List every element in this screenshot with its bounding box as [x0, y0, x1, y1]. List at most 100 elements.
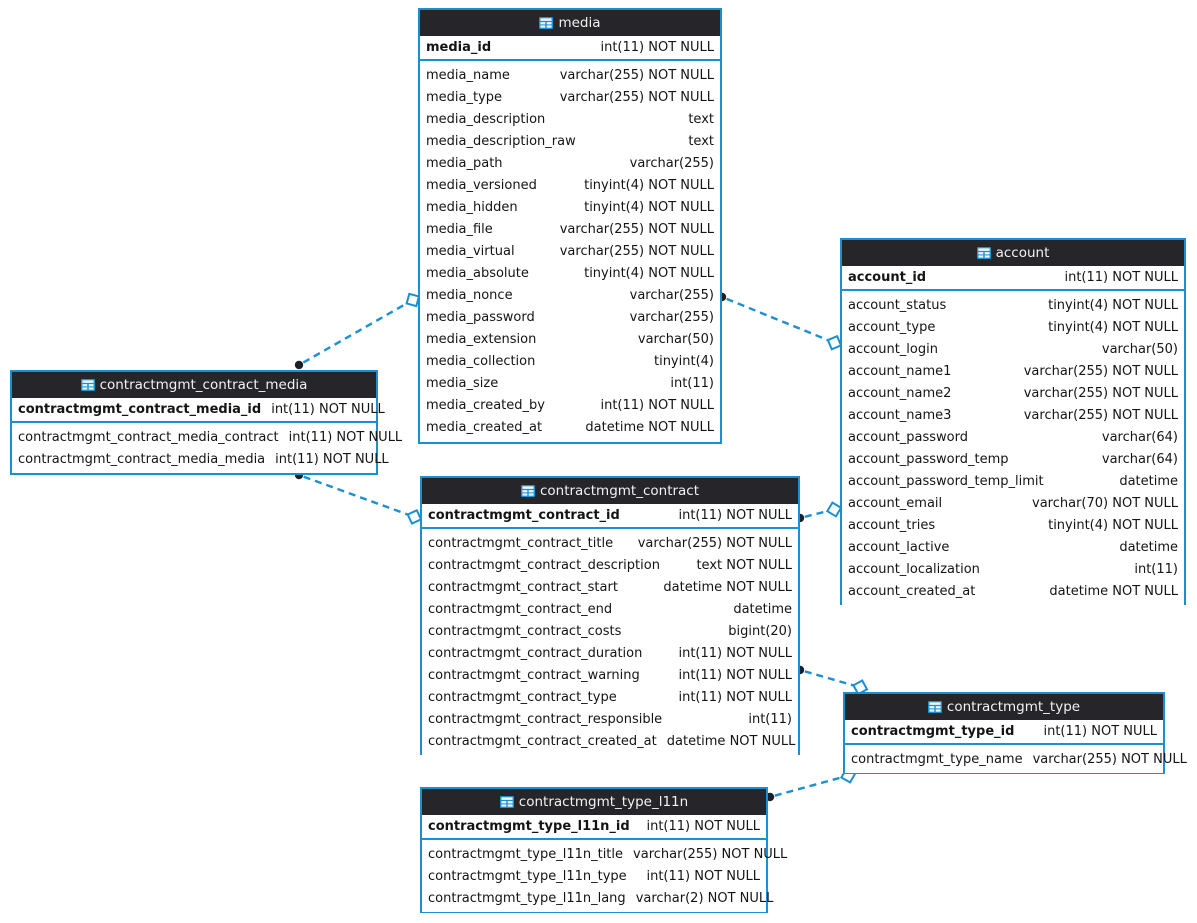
entity-header-account: account [842, 240, 1184, 266]
entity-header-contractmgmt_type_l11n: contractmgmt_type_l11n [422, 789, 766, 815]
column-name: media_description_raw [426, 133, 576, 149]
relationship-line [804, 670, 856, 688]
column-row[interactable]: media_file varchar(255) NOT NULL [420, 218, 720, 240]
relationship-line [302, 301, 410, 364]
relationship-source-marker-filled-circle [294, 360, 304, 370]
relationship-edge-rel-contract-to-account[interactable] [795, 501, 843, 523]
column-type: varchar(255) NOT NULL [1023, 407, 1178, 423]
relationship-edge-rel-contract-media-to-media[interactable] [294, 292, 421, 370]
column-type: int(11) NOT NULL [1064, 270, 1178, 285]
column-name: contractmgmt_type_l11n_title [428, 846, 624, 862]
column-type: text [688, 111, 714, 127]
column-type: varchar(255) NOT NULL [633, 846, 788, 862]
relationship-edge-rel-type-l11n-to-type[interactable] [765, 767, 857, 802]
relationship-edge-rel-contract-media-to-contract[interactable] [294, 470, 423, 525]
column-type: varchar(255) NOT NULL [1032, 751, 1187, 767]
column-name: account_type [848, 319, 936, 335]
column-type: int(11) NOT NULL [678, 667, 792, 683]
column-name: contractmgmt_type_l11n_lang [428, 890, 626, 906]
column-name: media_collection [426, 353, 536, 369]
relationship-edge-rel-media-to-account[interactable] [717, 292, 843, 351]
column-type: varchar(50) [637, 331, 714, 347]
column-name: media_password [426, 309, 535, 325]
column-name: media_file [426, 221, 493, 237]
column-row[interactable]: media_collection tinyint(4) [420, 350, 720, 372]
relationship-line [303, 475, 411, 517]
column-type: varchar(255) NOT NULL [559, 243, 714, 259]
entity-title: account [995, 245, 1050, 261]
column-type: int(11) NOT NULL [646, 868, 760, 884]
column-row[interactable]: contractmgmt_type_l11n_title varchar(255)… [422, 843, 787, 865]
column-name: contractmgmt_contract_end [428, 601, 613, 617]
column-type: int(11) NOT NULL [288, 429, 403, 445]
column-type: varchar(255) NOT NULL [559, 221, 714, 237]
column-name: account_name2 [848, 385, 952, 401]
column-type: int(11) NOT NULL [600, 40, 714, 55]
column-type: varchar(64) [1101, 451, 1178, 467]
column-name: account_id [848, 270, 927, 285]
relationship-line [804, 509, 830, 518]
column-type: tinyint(4) [653, 353, 714, 369]
relationship-edge-rel-contract-to-type[interactable] [795, 665, 869, 696]
column-type: int(11) NOT NULL [646, 819, 760, 834]
primary-key-row[interactable]: account_id int(11) NOT NULL [842, 266, 1184, 291]
column-name: account_email [848, 495, 943, 511]
